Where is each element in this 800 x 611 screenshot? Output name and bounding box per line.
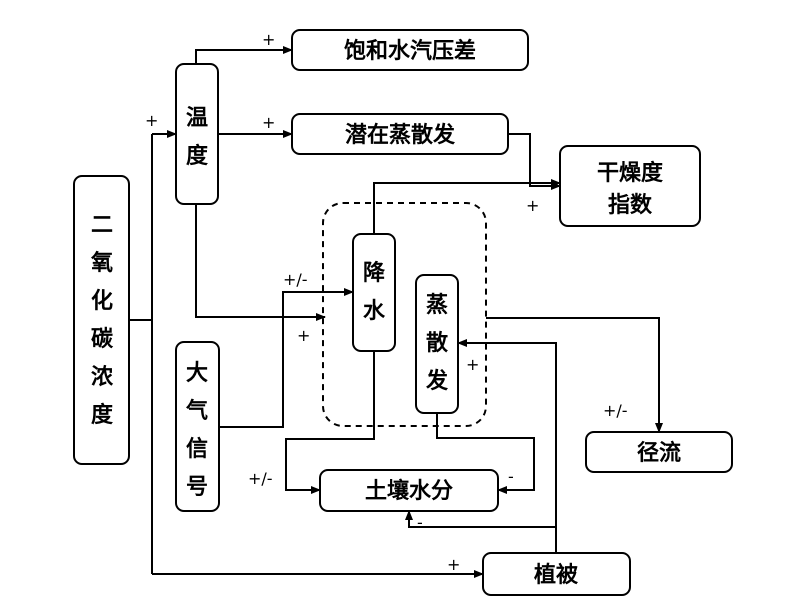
arrow-signal-to-precip	[219, 288, 354, 428]
node-soil-moisture: 土壤水分	[319, 469, 499, 512]
svg-text:干燥度: 干燥度	[597, 160, 664, 186]
water-cycle-group	[322, 202, 487, 427]
svg-text:潜在蒸散发: 潜在蒸散发	[345, 122, 456, 148]
svg-text:降: 降	[363, 260, 386, 286]
node-co2: 二 氧 化 碳 浓 度	[73, 175, 130, 465]
svg-text:散: 散	[426, 330, 449, 356]
sign-temp-to-vpd: +	[262, 30, 275, 49]
svg-text:二: 二	[91, 212, 113, 238]
arrow-to-runoff	[486, 317, 663, 433]
sign-co2-to-temp: +	[145, 111, 158, 130]
arrow-precip-to-soil	[285, 351, 375, 494]
node-vpd: 饱和水汽压差	[291, 29, 529, 71]
sign-co2-to-veg: +	[447, 555, 460, 574]
arrow-veg-to-soil	[405, 510, 556, 528]
svg-text:指数: 指数	[608, 192, 653, 218]
svg-text:植被: 植被	[534, 562, 579, 588]
svg-text:水: 水	[363, 298, 386, 324]
node-precipitation: 降 水	[352, 233, 396, 352]
svg-text:号: 号	[186, 474, 208, 500]
svg-text:蒸: 蒸	[426, 292, 448, 318]
connections	[130, 46, 663, 578]
svg-text:饱和水汽压差: 饱和水汽压差	[344, 38, 476, 64]
node-vegetation: 植被	[482, 552, 631, 596]
node-runoff: 径流	[585, 431, 733, 473]
arrow-evap-to-soil	[436, 413, 535, 494]
sign-veg-to-evap: +	[466, 355, 479, 374]
svg-text:气: 气	[185, 398, 208, 424]
sign-to-runoff: +/-	[603, 401, 628, 420]
svg-text:信: 信	[186, 436, 208, 462]
node-temperature: 温 度	[175, 63, 219, 205]
sign-to-dryness: +	[526, 196, 539, 215]
sign-evap-to-soil: -	[508, 467, 514, 486]
svg-text:度: 度	[91, 402, 114, 428]
arrow-temperature-to-vpd	[195, 46, 293, 64]
arrow-veg-to-evap	[457, 339, 557, 553]
sign-precip-to-soil: +/-	[248, 469, 273, 488]
sign-veg-to-soil: -	[417, 513, 423, 532]
arrow-pet-to-dryness	[508, 133, 561, 190]
svg-text:大: 大	[186, 360, 208, 386]
node-atmospheric-signal: 大 气 信 号	[175, 341, 220, 512]
svg-text:发: 发	[425, 368, 449, 394]
svg-text:度: 度	[186, 143, 209, 169]
node-pet: 潜在蒸散发	[291, 113, 509, 155]
svg-text:碳: 碳	[91, 326, 114, 352]
svg-text:土壤水分: 土壤水分	[365, 478, 453, 504]
sign-signal-to-precip: +/-	[283, 270, 308, 289]
arrow-precip-to-dryness	[373, 179, 561, 234]
node-evapotranspiration: 蒸 散 发	[415, 274, 459, 414]
svg-text:温: 温	[186, 105, 208, 131]
sign-temp-to-pet: +	[262, 113, 275, 132]
sign-labels: + + + + +/- + + +/- +/- - - +	[145, 30, 628, 574]
arrow-temperature-to-precip	[195, 204, 326, 321]
svg-text:径流: 径流	[637, 440, 681, 466]
node-dryness: 干燥度 指数	[559, 145, 701, 227]
sign-temp-to-precip: +	[297, 326, 310, 345]
svg-text:氧: 氧	[90, 250, 113, 276]
svg-text:浓: 浓	[91, 364, 114, 390]
svg-text:化: 化	[91, 288, 113, 314]
